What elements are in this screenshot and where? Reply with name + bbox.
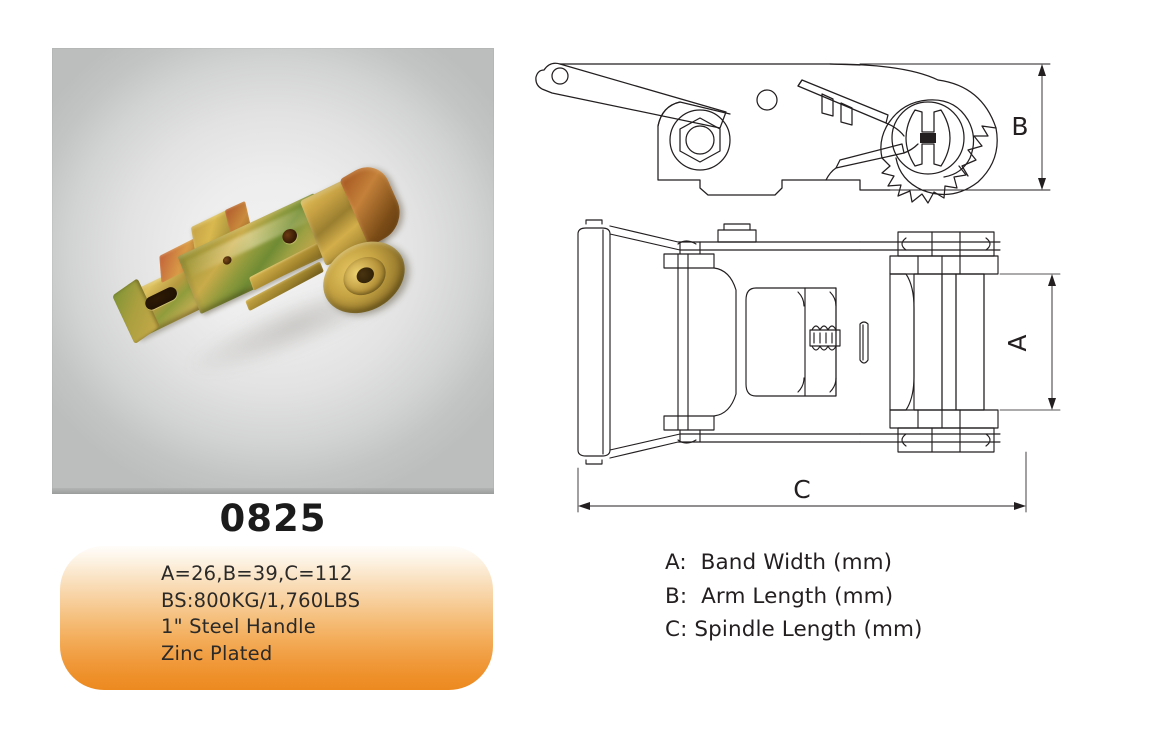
- spec-line-finish: Zinc Plated: [161, 641, 273, 665]
- pawl-bar-upper-end: [797, 79, 803, 87]
- handle-end-hole: [551, 67, 569, 85]
- frame-left-curve: [657, 101, 731, 127]
- handle-top-edge: [559, 63, 861, 66]
- hex-nut-outline: [679, 117, 721, 163]
- spec-line-dimensions: A=26,B=39,C=112: [161, 562, 353, 585]
- dim-b-arrow-top: [1038, 64, 1046, 76]
- dim-c-arrow-left: [578, 502, 590, 510]
- h-slot-center-fill: [920, 133, 936, 143]
- pin-eye-tl: [901, 237, 907, 251]
- frame-boss-curve: [713, 267, 737, 417]
- handle-outline: [535, 62, 727, 129]
- pin-eye-br: [985, 433, 991, 447]
- pin-eye-bl: [901, 433, 907, 447]
- rail-top-outer: [609, 225, 861, 243]
- dim-a-label: A: [1003, 334, 1032, 351]
- legend-row-a: A: Band Width (mm): [665, 546, 1085, 580]
- spec-badge: [60, 546, 493, 690]
- spindle-slat-3: [955, 273, 985, 411]
- bolt-head-bottom: [677, 439, 697, 444]
- spec-line-handle: 1" Steel Handle: [161, 615, 316, 638]
- gear-plate-bottom: [897, 427, 995, 453]
- legend-row-b: B: Arm Length (mm): [665, 580, 1085, 614]
- handle-stop-tab: [723, 223, 751, 231]
- hex-nut-bore: [685, 125, 715, 155]
- pivot-bolt-top: [679, 241, 701, 255]
- pawl-lower-tail: [825, 167, 837, 181]
- gear-plate-top: [897, 231, 995, 257]
- handle-cap-bottom: [585, 459, 603, 465]
- handle-top-curve: [829, 63, 939, 81]
- pin-eye-tr: [985, 237, 991, 251]
- oval-slot: [859, 321, 869, 364]
- handle-stop-block: [717, 229, 757, 243]
- top-view-drawing: A C: [560, 212, 1090, 532]
- legend-key-c: C:: [665, 617, 688, 642]
- handle-tube: [577, 227, 611, 457]
- product-photo-panel: [52, 48, 494, 494]
- handle-cap-top: [585, 219, 603, 225]
- flange-bottom-left: [663, 415, 715, 431]
- legend-key-a: A:: [665, 550, 687, 575]
- model-number: 0825: [219, 497, 327, 540]
- side-view-drawing: B: [530, 40, 1090, 210]
- bolt-head-top: [677, 240, 697, 245]
- dim-b-label: B: [1011, 112, 1028, 141]
- rail-bottom-outer: [609, 441, 861, 459]
- spec-text-block: A=26,B=39,C=112 BS:800KG/1,760LBS 1" Ste…: [161, 561, 491, 667]
- spec-line-breaking-strength: BS:800KG/1,760LBS: [161, 588, 361, 612]
- flange-top-left: [663, 253, 715, 269]
- top-view-svg: A C: [577, 219, 1061, 513]
- legend-value-a: Band Width (mm): [700, 550, 893, 575]
- pivot-bolt-bottom: [679, 429, 701, 443]
- product-photo-column: 0825 A=26,B=39,C=112 BS:800KG/1,760LBS 1…: [0, 0, 540, 744]
- legend-key-b: B:: [665, 583, 688, 609]
- pawl-bar-upper: [797, 79, 889, 124]
- panel-bottom-edge: [52, 488, 494, 494]
- spindle-slat-1: [913, 273, 943, 411]
- cam-plate-teeth: [961, 125, 997, 177]
- legend-value-c: Spindle Length (mm): [694, 617, 923, 642]
- spring-coil-lower: [811, 345, 837, 351]
- ratchet-teeth: [881, 157, 967, 204]
- spring-label-box: [809, 329, 841, 347]
- dim-a-arrow-bottom: [1048, 398, 1056, 410]
- side-view-svg: B: [535, 62, 1051, 204]
- pivot-boss-circle: [669, 109, 731, 171]
- center-plate-notch-tr: [829, 291, 837, 307]
- legend-value-b: Arm Length (mm): [701, 583, 894, 609]
- frame-lower-outline: [657, 101, 891, 196]
- product-photo-image: [98, 156, 448, 392]
- spring-coil-upper: [811, 325, 837, 331]
- pawl-tab-b: [840, 102, 853, 126]
- technical-drawing-column: B: [520, 0, 1153, 744]
- center-plate-notch-br: [829, 377, 837, 393]
- ratchet-wheel-body: [880, 99, 975, 178]
- dim-c-label: C: [793, 475, 810, 504]
- spindle-flange-bottom: [889, 409, 999, 429]
- cam-plate-outline: [895, 79, 998, 196]
- dim-a-arrow-top: [1048, 274, 1056, 286]
- dim-b-arrow-bottom: [1038, 178, 1046, 190]
- pawl-tab-a: [821, 93, 834, 117]
- legend-row-c: C: Spindle Length (mm): [665, 613, 1085, 647]
- legend-text-a: [687, 550, 701, 575]
- pawl-bar-lower: [835, 143, 905, 169]
- center-plate-notch-tl: [797, 291, 805, 307]
- legend-text-b: [687, 584, 701, 609]
- spindle-flange-top: [889, 255, 999, 275]
- spindle-slat-2: [941, 273, 957, 411]
- center-plate: [745, 287, 837, 397]
- h-slot-outline: [905, 109, 951, 167]
- spindle-hub-circle: [891, 101, 965, 175]
- dim-c-arrow-right: [1014, 502, 1026, 510]
- dimension-legend: A: Band Width (mm) B: Arm Length (mm) C:…: [665, 546, 1085, 647]
- housing-profile: [889, 273, 915, 411]
- pawl-lower-head: [903, 143, 919, 154]
- frame-hole: [756, 89, 778, 111]
- center-plate-notch-bl: [797, 377, 805, 393]
